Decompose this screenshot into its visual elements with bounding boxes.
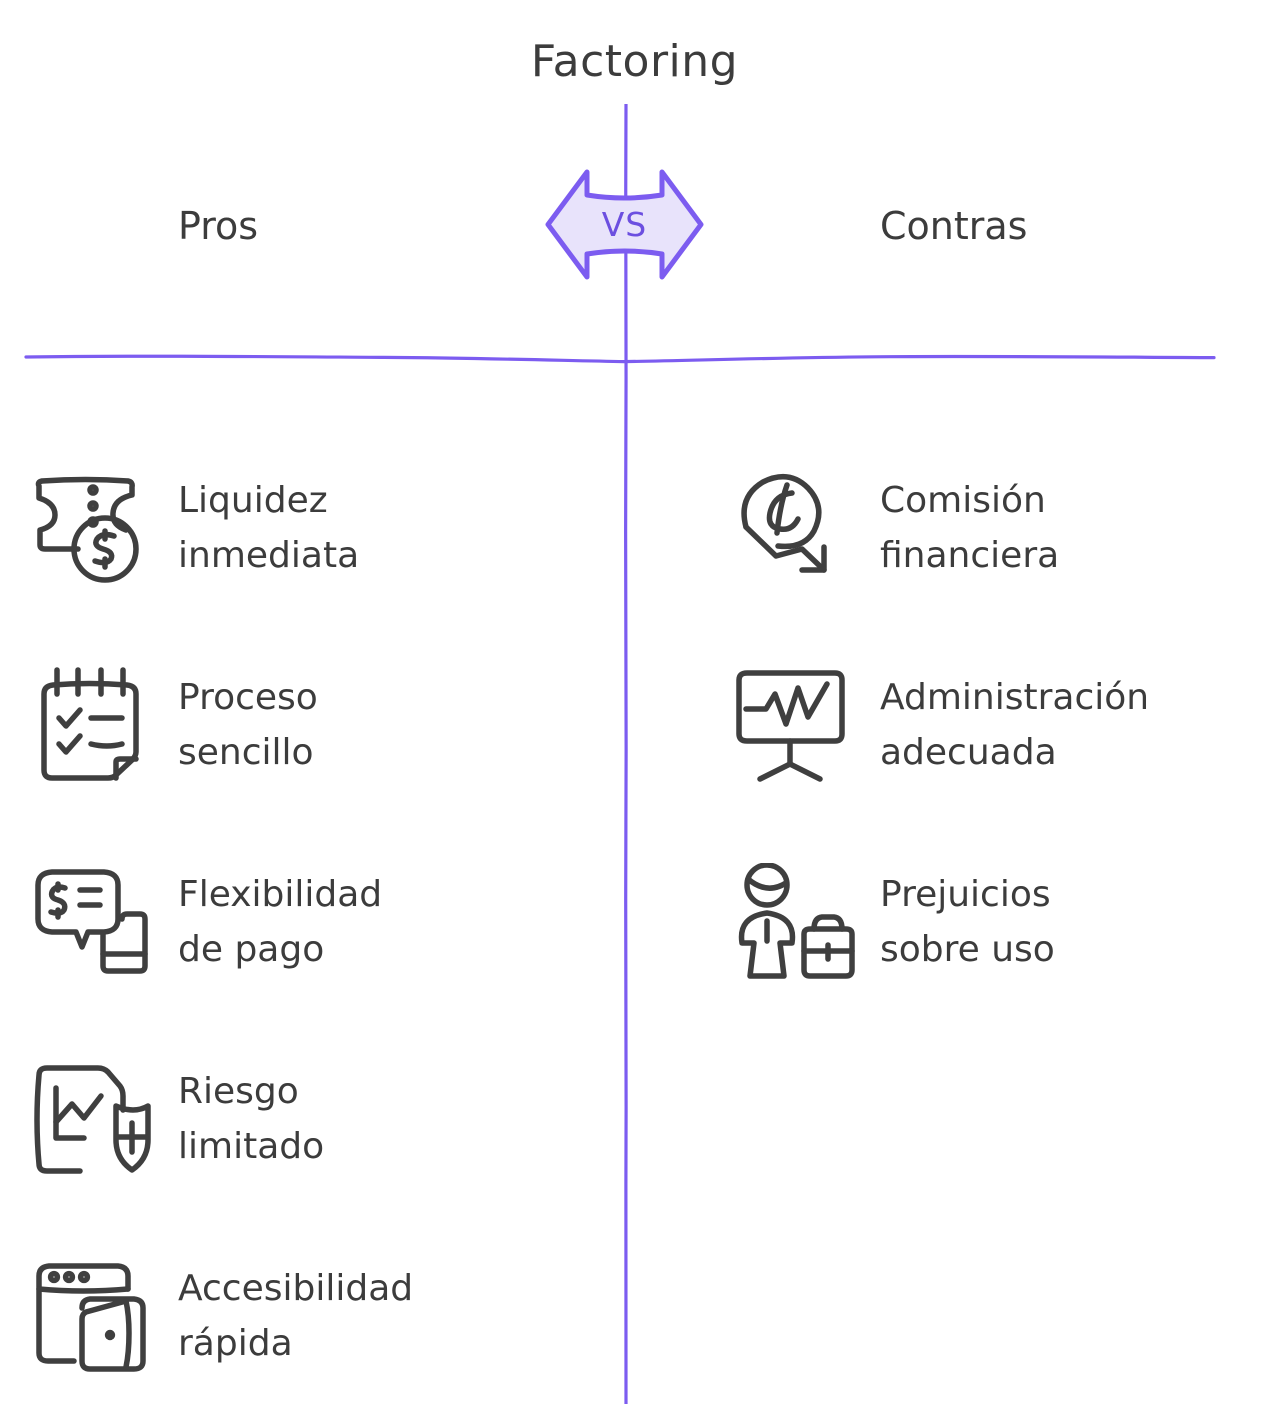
businessman-briefcase-icon <box>730 859 858 987</box>
list-item: Prejuicios sobre uso <box>730 824 1250 1021</box>
notepad-checklist-icon <box>28 662 156 790</box>
list-item-label: Proceso sencillo <box>178 676 318 773</box>
browser-wallet-icon <box>28 1253 156 1381</box>
contras-column: Comisión financiera Administración adecu… <box>730 430 1250 1021</box>
pros-column: Liquidez inmediata Proceso sencillo <box>28 430 588 1408</box>
page-title: Factoring <box>530 36 739 87</box>
list-item: Proceso sencillo <box>28 627 588 824</box>
document-chart-shield-icon <box>28 1056 156 1184</box>
list-item-label: Administración adecuada <box>880 676 1150 773</box>
dollar-chat-phone-icon <box>28 859 156 987</box>
banknote-dollar-coin-icon <box>28 465 156 593</box>
vs-badge: VS <box>543 163 706 286</box>
list-item-label: Prejuicios sobre uso <box>880 873 1055 970</box>
list-item: Riesgo limitado <box>28 1021 588 1218</box>
presentation-chart-icon <box>730 662 858 790</box>
list-item: Flexibilidad de pago <box>28 824 588 1021</box>
coin-arrow-down-icon <box>730 465 858 593</box>
list-item-label: Riesgo limitado <box>178 1070 325 1167</box>
list-item-label: Flexibilidad de pago <box>178 873 383 970</box>
vs-label: VS <box>601 205 648 244</box>
list-item: Comisión financiera <box>730 430 1250 627</box>
list-item-label: Liquidez inmediata <box>178 479 360 576</box>
list-item: Administración adecuada <box>730 627 1250 824</box>
list-item: Liquidez inmediata <box>28 430 588 627</box>
column-heading-contras: Contras <box>880 204 1028 248</box>
list-item-label: Accesibilidad rápida <box>178 1267 414 1364</box>
list-item-label: Comisión financiera <box>880 479 1060 576</box>
vertical-divider <box>623 104 628 1404</box>
horizontal-divider <box>24 348 1216 370</box>
list-item: Accesibilidad rápida <box>28 1218 588 1408</box>
column-heading-pros: Pros <box>178 204 259 248</box>
double-arrow-badge-icon <box>545 169 704 280</box>
